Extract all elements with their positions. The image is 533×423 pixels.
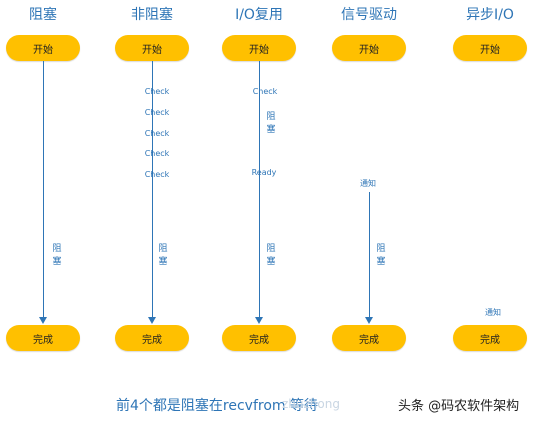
blocked-label-io-multiplexing: 阻塞	[266, 244, 276, 267]
diagram-caption: 前4个都是阻塞在recvfrom 等待	[116, 398, 318, 414]
end-node-blocking: 完成	[6, 325, 80, 351]
start-node-blocking: 开始	[6, 35, 80, 61]
title-async-io: 异步I/O	[466, 7, 514, 23]
check-label-5: Check	[144, 170, 170, 179]
watermark-text: zhuzhong	[282, 397, 340, 411]
arrowhead-nonblocking	[148, 317, 156, 324]
check-label-1: Check	[144, 87, 170, 96]
check-label-2: Check	[144, 108, 170, 117]
start-node-nonblocking: 开始	[115, 35, 189, 61]
ready-label: Ready	[251, 168, 277, 177]
start-node-io-multiplexing: 开始	[222, 35, 296, 61]
check-label-3: Check	[144, 129, 170, 138]
end-node-signal-driven: 完成	[332, 325, 406, 351]
start-node-signal-driven: 开始	[332, 35, 406, 61]
start-node-async-io: 开始	[453, 35, 527, 61]
source-credit: 头条 @码农软件架构	[398, 395, 520, 414]
blocked-label-signal-driven: 阻塞	[376, 244, 386, 267]
flow-line-nonblocking	[152, 61, 153, 317]
title-nonblocking: 非阻塞	[131, 7, 173, 23]
blocked-label-nonblocking: 阻塞	[158, 244, 168, 267]
notify-label-signal-driven: 通知	[360, 179, 376, 188]
arrowhead-blocking	[39, 317, 47, 324]
check-label-select: Check	[252, 87, 278, 96]
notify-label-async-io: 通知	[485, 308, 501, 317]
title-io-multiplexing: I/O复用	[235, 7, 283, 23]
end-node-nonblocking: 完成	[115, 325, 189, 351]
flow-line-signal-driven	[369, 192, 370, 317]
blocked-label-blocking: 阻塞	[52, 244, 62, 267]
title-blocking: 阻塞	[29, 7, 57, 23]
title-signal-driven: 信号驱动	[341, 7, 397, 23]
flow-line-io-multiplexing	[259, 61, 260, 317]
flow-line-blocking	[43, 61, 44, 317]
blocked-label-select: 阻塞	[266, 112, 276, 135]
arrowhead-io-multiplexing	[255, 317, 263, 324]
end-node-async-io: 完成	[453, 325, 527, 351]
arrowhead-signal-driven	[365, 317, 373, 324]
check-label-4: Check	[144, 149, 170, 158]
end-node-io-multiplexing: 完成	[222, 325, 296, 351]
